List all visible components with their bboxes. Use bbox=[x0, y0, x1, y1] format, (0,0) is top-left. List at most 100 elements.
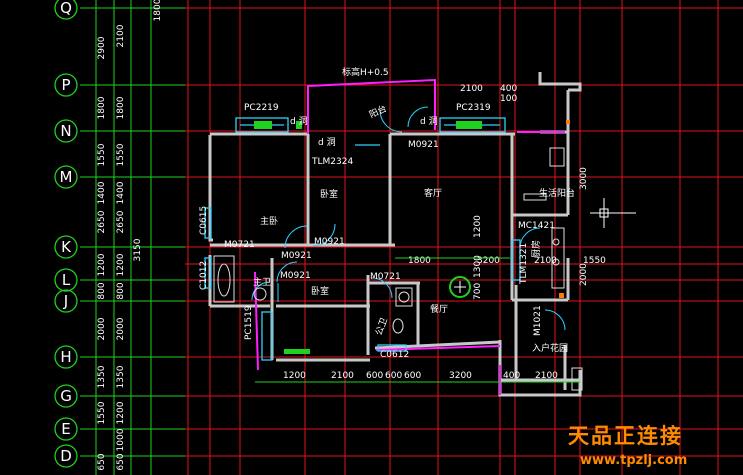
dim-text: 2100 bbox=[534, 256, 557, 266]
dim-text: 100 bbox=[500, 94, 517, 104]
dim-text: 1550 bbox=[583, 256, 606, 266]
dim-text: 2900 bbox=[97, 36, 107, 59]
axis-h: H bbox=[60, 348, 71, 366]
label-c0615: C0615 bbox=[199, 206, 209, 235]
dining-marker bbox=[449, 276, 471, 298]
magenta-slab-edges bbox=[254, 78, 565, 395]
label-pc1519: PC1519 bbox=[244, 305, 254, 340]
label-mc1421: MC1421 bbox=[518, 221, 555, 231]
label-drain-d-2: d 洞 bbox=[420, 116, 438, 127]
label-drain-d-3: d 洞 bbox=[290, 116, 308, 127]
dim-text: 800 bbox=[116, 282, 126, 299]
axis-n: N bbox=[60, 122, 71, 140]
dim-text: 2650 bbox=[116, 210, 126, 233]
grid-axis-labels: Q P N M K L J H G E D bbox=[60, 0, 73, 465]
dim-text: 2100 bbox=[460, 84, 483, 94]
dim-text: 2650 bbox=[97, 210, 107, 233]
dim-text: 3000 bbox=[579, 167, 589, 190]
site-watermark: 天品正连接 www.tpzlj.com bbox=[568, 423, 687, 468]
left-dimension-lines bbox=[80, 0, 185, 475]
room-bedroom: 卧室 bbox=[320, 188, 338, 200]
axis-d: D bbox=[60, 447, 72, 465]
dim-text: 2000 bbox=[116, 317, 126, 340]
red-axis-grid bbox=[185, 0, 743, 475]
label-tlm1321: TLM1321 bbox=[519, 243, 529, 285]
dim-text: 1550 bbox=[97, 143, 107, 166]
axis-l: L bbox=[62, 271, 71, 289]
room-balcony: 阳台 bbox=[367, 102, 388, 120]
dim-text: 1300 bbox=[473, 255, 483, 278]
label-tlm2324: TLM2324 bbox=[311, 157, 353, 167]
left-dimension-texts: 2900 1800 1550 1400 2650 1200 800 2000 1… bbox=[97, 0, 163, 471]
dim-text: 2000 bbox=[579, 263, 589, 286]
label-m1021: M1021 bbox=[533, 305, 543, 336]
axis-g: G bbox=[60, 387, 72, 405]
room-kitchen: 厨房 bbox=[530, 240, 542, 258]
label-c1012: C1012 bbox=[199, 261, 209, 290]
dim-text: 1550 bbox=[97, 401, 107, 424]
dim-text: 2100 bbox=[331, 371, 354, 381]
component-labels: 标高H+0.5 PC2219 PC2319 M0921 TLM2324 C061… bbox=[199, 66, 555, 360]
walls bbox=[208, 72, 582, 397]
fixtures bbox=[213, 147, 583, 391]
dim-text: 600 bbox=[385, 371, 402, 381]
axis-k: K bbox=[61, 238, 72, 256]
cad-crosshair-cursor bbox=[590, 198, 636, 228]
label-pc2319: PC2319 bbox=[456, 103, 491, 113]
dim-text: 600 bbox=[366, 371, 383, 381]
room-life-balcony: 生活阳台 bbox=[539, 187, 575, 199]
dim-text: 2000 bbox=[97, 317, 107, 340]
dim-text: 400 bbox=[503, 371, 520, 381]
dim-text: 1200 bbox=[116, 401, 126, 424]
axis-p: P bbox=[61, 76, 70, 94]
dim-text: 1200 bbox=[473, 215, 483, 238]
dim-text: 650 bbox=[116, 453, 126, 470]
dim-text: 1550 bbox=[116, 143, 126, 166]
dim-text: 1800 bbox=[408, 256, 431, 266]
inner-dimension-texts: 2100 400 100 1800 3200 1200 1300 700 210… bbox=[283, 84, 606, 381]
grid-axis-bubbles bbox=[54, 0, 78, 468]
watermark-url: www.tpzlj.com bbox=[580, 453, 687, 468]
dim-text: 1200 bbox=[97, 253, 107, 276]
dim-text: 700 bbox=[473, 283, 483, 300]
door-swings bbox=[251, 106, 566, 331]
room-bedroom-2: 卧室 bbox=[311, 285, 329, 297]
dim-text: 1350 bbox=[116, 365, 126, 388]
room-bath: 主卫 bbox=[253, 276, 271, 288]
label-elevation: 标高H+0.5 bbox=[342, 66, 389, 78]
room-master-bedroom: 主卧 bbox=[260, 215, 278, 227]
label-m0921-top: M0921 bbox=[408, 140, 439, 150]
label-c0612: C0612 bbox=[380, 350, 409, 360]
dim-text: 1800 bbox=[153, 0, 163, 21]
dim-text: 1400 bbox=[116, 181, 126, 204]
axis-j: J bbox=[63, 292, 68, 310]
dim-text: 3150 bbox=[133, 238, 143, 261]
dim-text: 3200 bbox=[477, 256, 500, 266]
window-glass bbox=[254, 121, 482, 354]
dim-text: 400 bbox=[500, 84, 517, 94]
room-dining: 餐厅 bbox=[430, 303, 448, 315]
room-entry-garden: 入户花园 bbox=[532, 342, 568, 354]
dim-text: 1200 bbox=[116, 253, 126, 276]
label-m0921-b: M0921 bbox=[314, 237, 345, 247]
dim-text: 600 bbox=[404, 371, 421, 381]
room-bath-2: 公卫 bbox=[373, 316, 389, 337]
label-m0921-d: M0921 bbox=[280, 271, 311, 281]
room-living: 客厅 bbox=[424, 187, 442, 199]
dim-text: 2100 bbox=[535, 371, 558, 381]
label-drain-d: d 洞 bbox=[318, 137, 336, 148]
axis-m: M bbox=[60, 168, 73, 186]
dim-text: 2100 bbox=[116, 24, 126, 47]
column-markers bbox=[559, 120, 570, 298]
label-m0921-c: M0921 bbox=[281, 251, 312, 261]
label-m0721-b: M0721 bbox=[370, 272, 401, 282]
dim-text: 1200 bbox=[283, 371, 306, 381]
dim-text: 1400 bbox=[97, 181, 107, 204]
dim-text: 800 bbox=[97, 282, 107, 299]
dim-text: 1800 bbox=[97, 96, 107, 119]
dim-text: 1350 bbox=[97, 365, 107, 388]
dim-text: 1800 bbox=[116, 96, 126, 119]
label-m0721-a: M0721 bbox=[224, 240, 255, 250]
